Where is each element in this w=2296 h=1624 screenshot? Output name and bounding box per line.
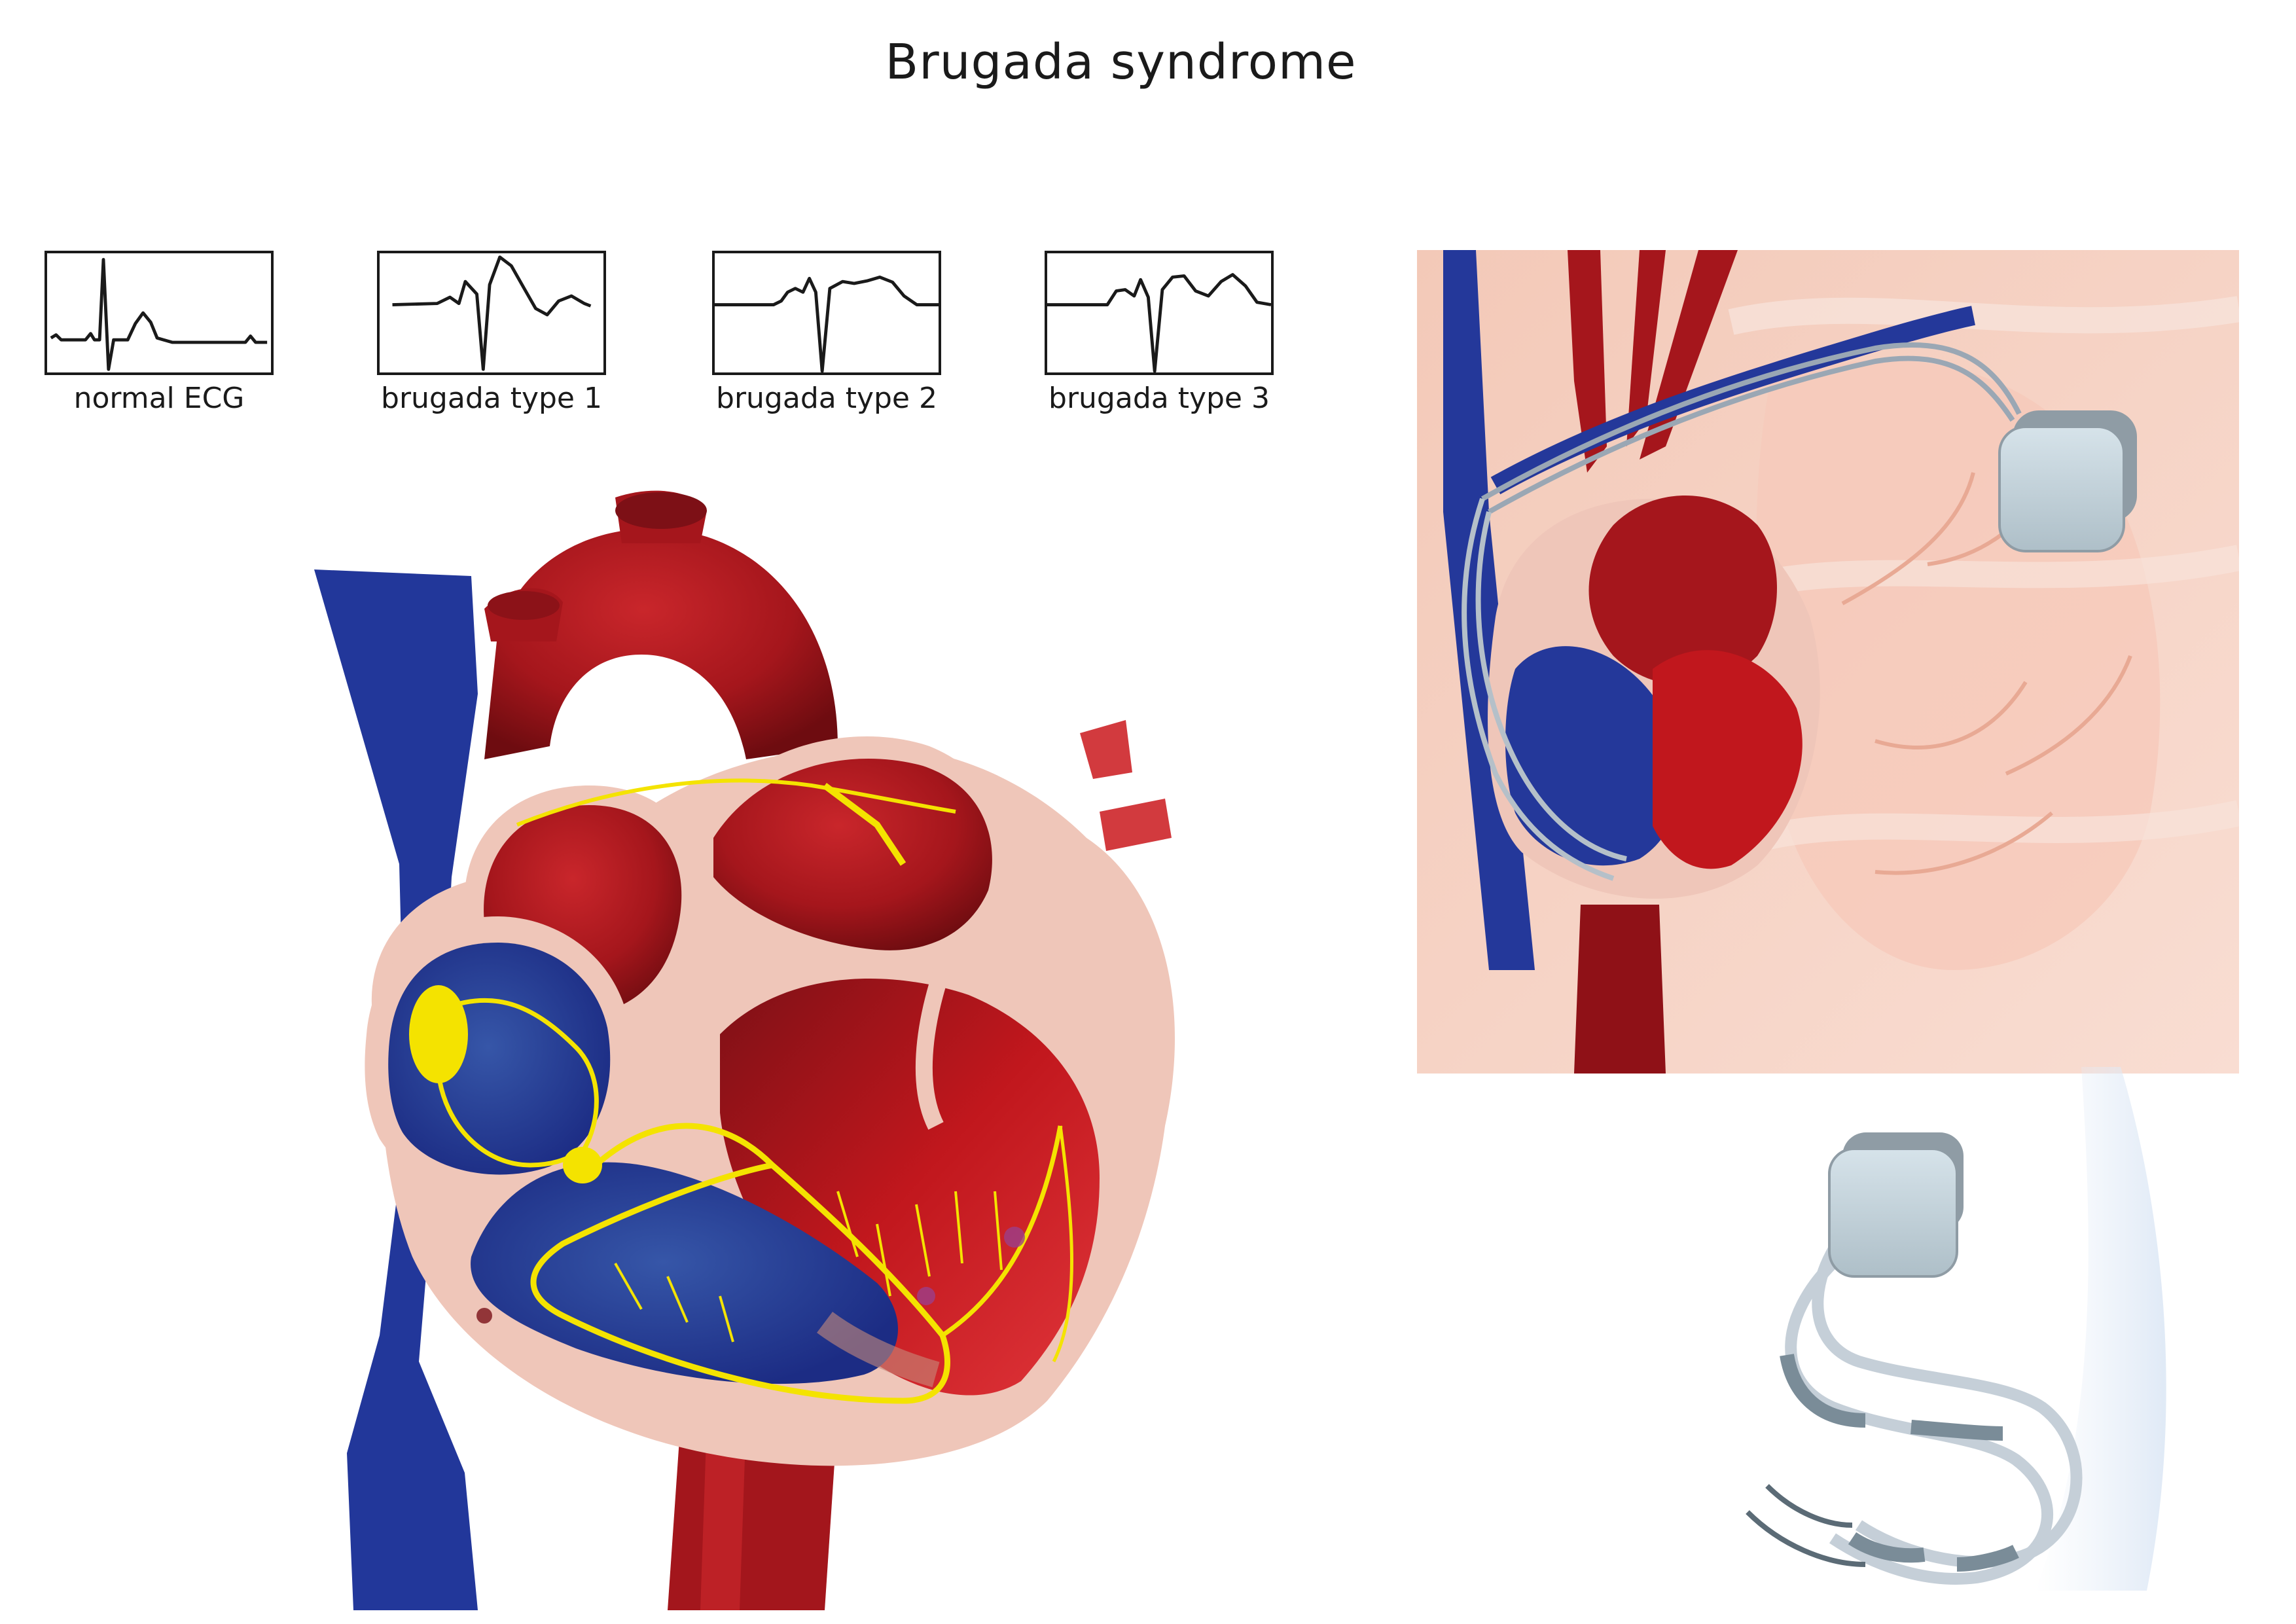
ecg-label-type1: brugada type 1	[381, 382, 602, 415]
ecg-brugada-type2-icon	[715, 276, 939, 372]
ecg-panel-type3	[1045, 251, 1274, 375]
ecg-brugada-type3-icon	[1047, 273, 1271, 372]
icd-device-with-leads-icon	[1746, 1067, 2166, 1591]
ecg-label-normal: normal ECG	[73, 382, 245, 415]
ecg-brugada-type1-icon	[392, 255, 592, 371]
ecg-panel-normal	[45, 251, 274, 375]
heart-cross-section-icon	[314, 490, 1175, 1610]
ecg-panel-type1	[377, 251, 606, 375]
ecg-label-type2: brugada type 2	[716, 382, 937, 415]
ecg-normal-icon	[50, 258, 268, 371]
implanted-icd-chest-icon	[1417, 250, 2239, 1074]
page-title: Brugada syndrome	[885, 34, 1357, 90]
ecg-label-type3: brugada type 3	[1049, 382, 1270, 415]
ecg-panel-type2	[712, 251, 941, 375]
